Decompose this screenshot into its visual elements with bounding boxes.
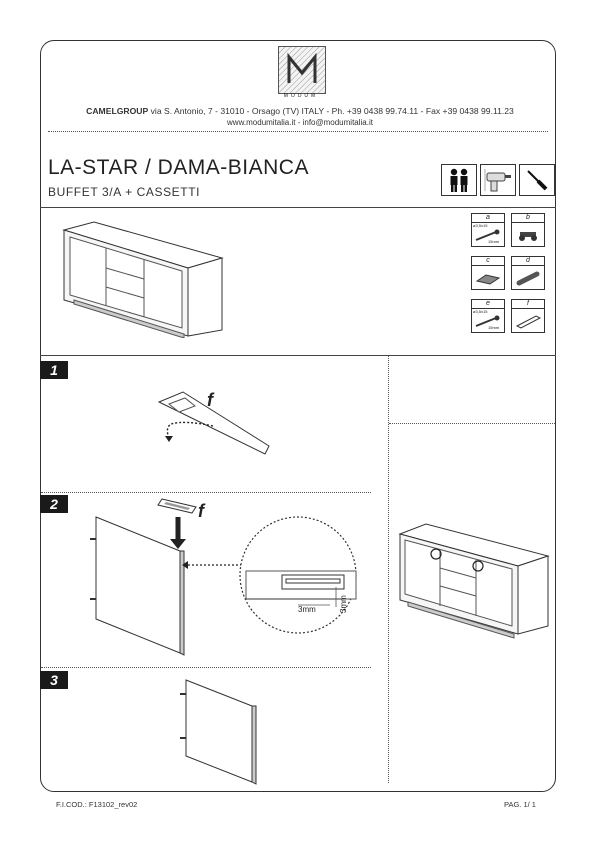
panel-separator: [388, 356, 389, 783]
part-label: b: [512, 214, 544, 223]
step-2-door-drawing: f 3mm 3mm: [90, 498, 357, 656]
company-address: via S. Antonio, 7 - 31010 - Orsago (TV) …: [148, 106, 514, 116]
step-3-divider: [41, 667, 371, 668]
step-2-number: 2: [40, 495, 68, 513]
step-2-dim-vertical: 3mm: [339, 595, 348, 613]
overview-divider: [40, 355, 556, 356]
right-panel-divider: [389, 423, 555, 424]
modum-logo: [278, 46, 326, 94]
part-f: f: [511, 299, 545, 333]
two-people-icon: [441, 164, 477, 196]
company-name: CAMELGROUP: [86, 106, 149, 116]
part-dim: 15mm: [488, 325, 500, 330]
part-a: a ø3,5x15 15mm: [471, 213, 505, 247]
step-1-number: 1: [40, 361, 68, 379]
buffet-overview-drawing: [62, 221, 224, 338]
part-e: e ø3,5x15 15mm: [471, 299, 505, 333]
screwdriver-icon: [519, 164, 555, 196]
dowel-icon: [516, 271, 540, 286]
part-dim: 15mm: [488, 239, 500, 244]
footer-page: PAG. 1/ 1: [504, 800, 536, 809]
company-info: CAMELGROUP via S. Antonio, 7 - 31010 - O…: [0, 106, 600, 116]
step-1-strip-drawing: f: [157, 390, 270, 455]
step-1-part-label: f: [207, 390, 215, 410]
header-divider: [48, 131, 548, 132]
bracket-icon: [475, 274, 501, 285]
assembled-buffet-drawing: [398, 523, 550, 639]
company-web: www.modumitalia.it - info@modumitalia.it: [227, 118, 373, 127]
step-3-number: 3: [40, 671, 68, 689]
screw-icon: [475, 229, 500, 241]
product-subtitle: BUFFET 3/A + CASSETTI: [48, 185, 201, 199]
power-drill-icon: [480, 164, 516, 196]
part-label: c: [472, 257, 504, 266]
title-divider: [40, 207, 556, 208]
part-label: d: [512, 257, 544, 266]
logo-wordmark: MODUM: [283, 93, 319, 99]
part-spec: ø3,5x15: [473, 309, 488, 314]
part-label: f: [512, 300, 544, 309]
step-2-part-label: f: [198, 501, 206, 521]
step-2-dim-horizontal: 3mm: [298, 605, 316, 614]
instruction-sheet: [40, 40, 556, 792]
hinge-plate-icon: [519, 232, 537, 241]
insert-strip-icon: [515, 315, 542, 329]
product-title: LA-STAR / DAMA-BIANCA: [48, 156, 309, 179]
part-spec: ø3,5x15: [473, 223, 488, 228]
part-label: e: [472, 300, 504, 309]
part-d: d: [511, 256, 545, 290]
footer-code: F.I.COD.: F13102_rev02: [56, 800, 138, 809]
part-c: c: [471, 256, 505, 290]
step-3-door-drawing: [180, 679, 257, 785]
part-label: a: [472, 214, 504, 223]
part-b: b: [511, 213, 545, 247]
screw-icon: [475, 315, 500, 327]
step-2-divider: [41, 492, 371, 493]
